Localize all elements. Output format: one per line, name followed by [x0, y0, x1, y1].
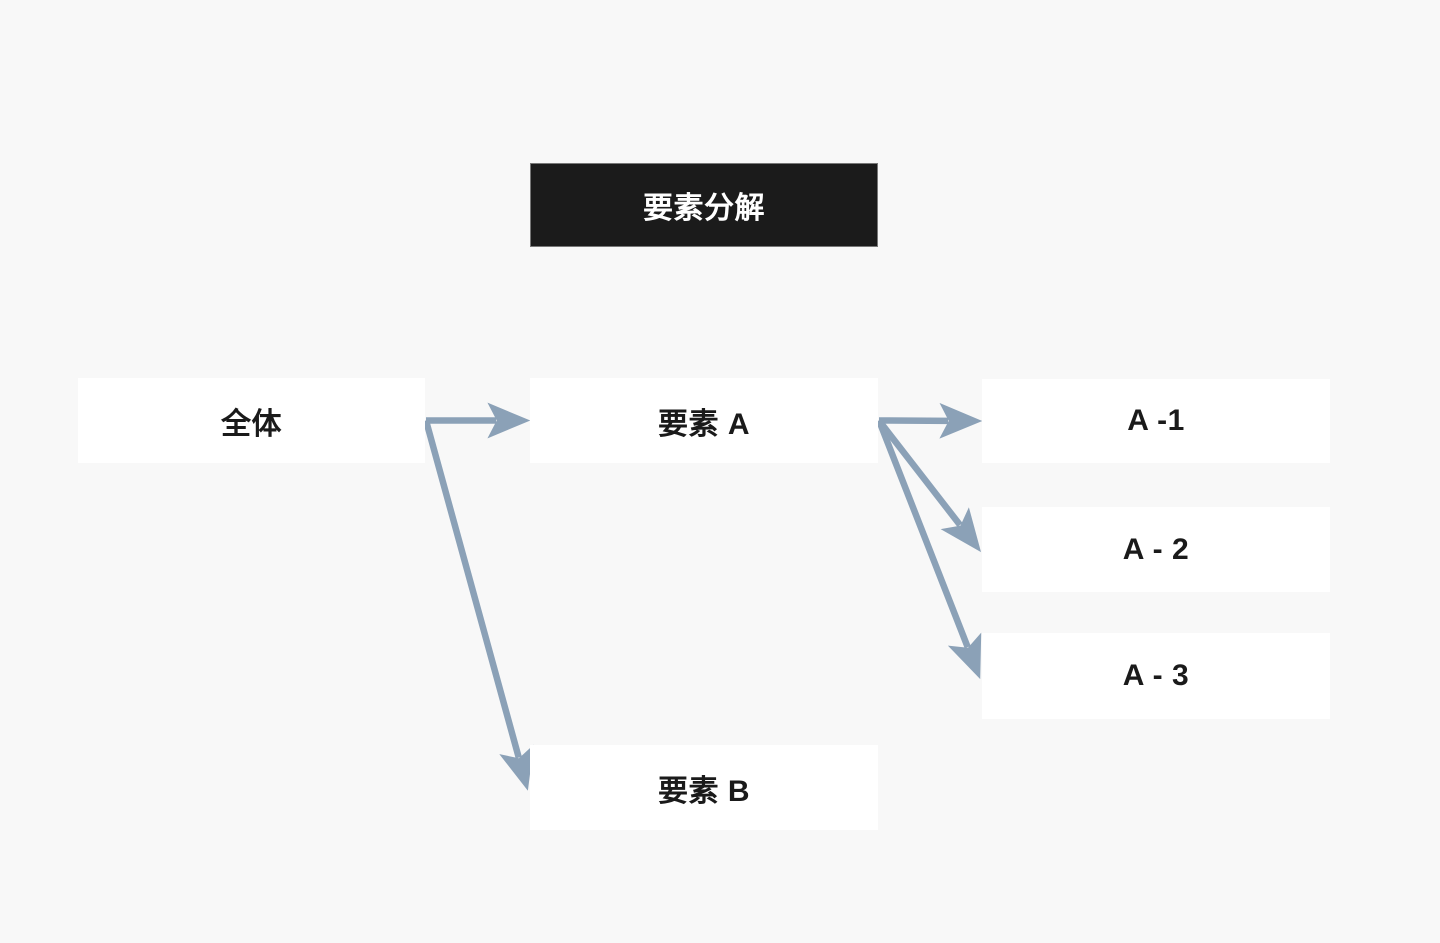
arrow-zentai-to-yousoB — [422, 419, 534, 791]
node-yousoA-label: 要素 A — [658, 407, 750, 441]
node-zentai-label: 全体 — [221, 407, 282, 441]
node-yousoA: 要素 A — [530, 378, 878, 463]
diagram-title-box: 要素分解 — [530, 163, 878, 247]
node-a3-label: A - 3 — [1122, 659, 1190, 692]
node-zentai: 全体 — [78, 378, 425, 463]
node-yousoB: 要素 B — [530, 745, 878, 830]
node-a1: A -1 — [982, 379, 1330, 463]
arrow-yousoA-to-a3 — [875, 419, 982, 680]
node-a2-label: A - 2 — [1122, 532, 1190, 566]
diagram-title: 要素分解 — [643, 192, 765, 225]
node-a3: A - 3 — [982, 633, 1330, 719]
node-a2: A - 2 — [982, 507, 1330, 592]
arrow-yousoA-to-a2 — [876, 418, 982, 553]
node-a1-label: A -1 — [1127, 404, 1185, 437]
node-yousoB-label: 要素 B — [658, 774, 750, 808]
